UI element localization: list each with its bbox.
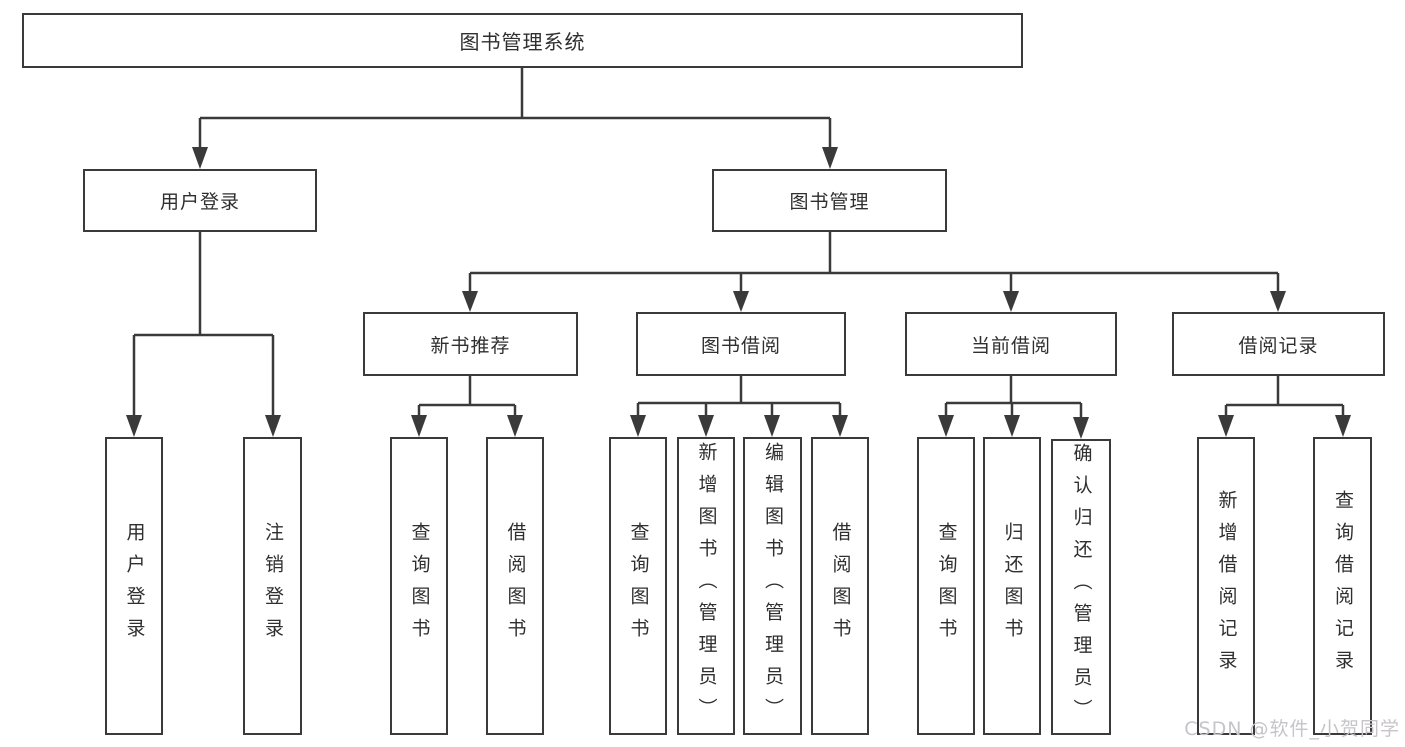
leaf-edit-books-admin: 编辑图书（管理员） xyxy=(743,437,802,735)
leaf-borrow-books-recommend: 借阅图书 xyxy=(486,437,544,735)
arrow-down-icon xyxy=(126,415,142,437)
arrow-down-icon xyxy=(764,415,780,437)
leaf-add-borrow-record: 新增借阅记录 xyxy=(1197,437,1255,735)
node-new-book-recommend: 新书推荐 xyxy=(363,312,578,376)
node-label: 图书借阅 xyxy=(700,334,781,357)
leaf-user-login: 用户登录 xyxy=(105,437,163,735)
arrow-down-icon xyxy=(192,147,208,169)
leaf-borrow-books: 借阅图书 xyxy=(811,437,869,735)
leaf-query-books-borrow: 查询图书 xyxy=(609,437,667,735)
leaf-query-borrow-record: 查询借阅记录 xyxy=(1313,437,1372,735)
arrow-down-icon xyxy=(411,415,427,437)
arrow-down-icon xyxy=(462,291,478,312)
node-label: 编辑图书（管理员） xyxy=(761,442,784,730)
arrow-down-icon xyxy=(698,415,714,437)
node-label: 归还图书 xyxy=(1001,522,1024,650)
leaf-add-books-admin: 新增图书（管理员） xyxy=(677,437,735,735)
node-label: 图书管理系统 xyxy=(459,30,586,54)
connector-new-book-recommend-to-leaves xyxy=(411,376,523,437)
connector-book-borrow-to-leaves xyxy=(630,376,848,437)
node-book-borrow: 图书借阅 xyxy=(636,312,846,376)
node-label: 借阅图书 xyxy=(829,522,852,650)
node-current-borrow: 当前借阅 xyxy=(905,312,1117,376)
arrow-down-icon xyxy=(1335,415,1351,437)
leaf-query-books-current: 查询图书 xyxy=(917,437,975,735)
node-label: 查询图书 xyxy=(408,522,431,650)
arrow-down-icon xyxy=(1003,291,1019,312)
node-book-management: 图书管理 xyxy=(712,169,947,232)
node-label: 新书推荐 xyxy=(430,334,511,357)
connector-root-to-level2 xyxy=(192,68,838,169)
node-label: 借阅记录 xyxy=(1238,334,1319,357)
leaf-return-books: 归还图书 xyxy=(983,437,1041,735)
connector-user-login-to-leaves xyxy=(126,232,281,437)
node-label: 查询图书 xyxy=(627,522,650,650)
node-label: 用户登录 xyxy=(123,522,146,650)
node-label: 用户登录 xyxy=(159,191,240,213)
arrow-down-icon xyxy=(822,147,838,169)
leaf-logout: 注销登录 xyxy=(243,437,302,735)
node-user-login: 用户登录 xyxy=(83,169,317,232)
arrow-down-icon xyxy=(733,291,749,312)
node-label: 借阅图书 xyxy=(504,522,527,650)
connector-book-management-to-level3 xyxy=(462,232,1286,312)
node-label: 注销登录 xyxy=(261,522,284,650)
arrow-down-icon xyxy=(1218,415,1234,437)
node-label: 图书管理 xyxy=(789,191,870,213)
arrow-down-icon xyxy=(265,415,281,437)
arrow-down-icon xyxy=(507,415,523,437)
arrow-down-icon xyxy=(630,415,646,437)
node-label: 确认归还（管理员） xyxy=(1070,443,1093,731)
leaf-query-books-recommend: 查询图书 xyxy=(390,437,448,735)
connector-borrow-records-to-leaves xyxy=(1218,376,1351,437)
node-label: 当前借阅 xyxy=(970,334,1051,357)
arrow-down-icon xyxy=(938,415,954,437)
arrow-down-icon xyxy=(1004,415,1020,437)
leaf-confirm-return-admin: 确认归还（管理员） xyxy=(1051,439,1111,735)
node-library-management-system: 图书管理系统 xyxy=(22,13,1023,68)
arrow-down-icon xyxy=(1073,417,1089,439)
node-label: 查询借阅记录 xyxy=(1331,490,1354,682)
node-label: 新增图书（管理员） xyxy=(695,442,718,730)
node-borrow-records: 借阅记录 xyxy=(1172,312,1385,376)
node-label: 查询图书 xyxy=(935,522,958,650)
arrow-down-icon xyxy=(832,415,848,437)
node-label: 新增借阅记录 xyxy=(1215,490,1238,682)
arrow-down-icon xyxy=(1270,291,1286,312)
connector-current-borrow-to-leaves xyxy=(938,376,1089,439)
csdn-watermark: CSDN @软件_小贺同学 xyxy=(1184,718,1400,740)
